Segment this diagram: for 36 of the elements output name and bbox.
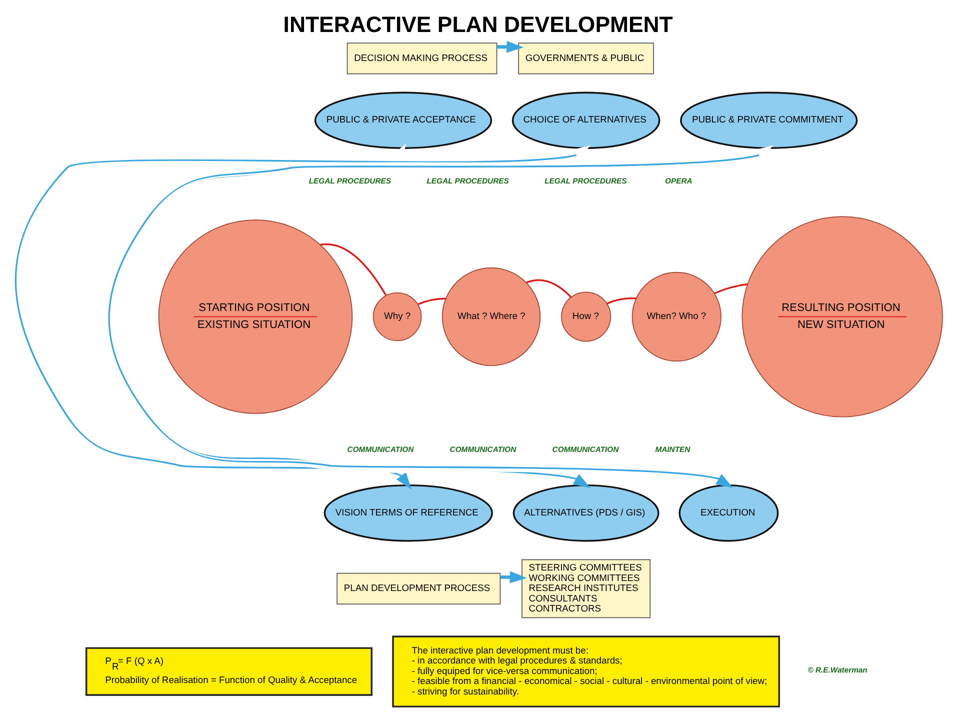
node-ellipse: PUBLIC & PRIVATE ACCEPTANCE bbox=[314, 92, 492, 149]
node-circle: How ? bbox=[560, 292, 611, 342]
connector bbox=[714, 283, 748, 294]
node-ellipse: ALTERNATIVES (PDS / GIS) bbox=[512, 484, 659, 542]
diagram-title: INTERACTIVE PLAN DEVELOPMENT bbox=[282, 12, 672, 37]
node-circle: RESULTING POSITION NEW SITUATION bbox=[741, 216, 942, 418]
node-box: DECISION MAKING PROCESS bbox=[346, 42, 497, 74]
label: COMMUNICATION bbox=[449, 445, 516, 454]
arrow bbox=[104, 145, 773, 488]
node-circle: What ? Where ? bbox=[441, 267, 540, 366]
label: LEGAL PROCEDURES bbox=[544, 176, 626, 186]
label: OPERA bbox=[664, 176, 692, 186]
node-box: The interactive plan development must be: - in accordance with legal procedures & standards; - fully equiped for vice-versa communication; - feasible from a financial - economical - social - cultural - environmental point of view; - striving for sustainability. bbox=[392, 636, 780, 708]
label: © R.E.Waterman bbox=[807, 666, 867, 675]
node-circle: When? Who ? bbox=[631, 272, 721, 362]
node-circle: STARTING POSITION EXISTING SITUATION bbox=[158, 220, 352, 414]
node-ellipse: EXECUTION bbox=[678, 484, 778, 542]
node-ellipse: CHOICE OF ALTERNATIVES bbox=[511, 92, 660, 149]
label: COMMUNICATION bbox=[346, 445, 414, 454]
arrow bbox=[496, 40, 524, 53]
node-box: GOVERNMENTS & PUBLIC bbox=[518, 42, 654, 74]
label: MAINTEN bbox=[654, 445, 690, 454]
node-box: PLAN DEVELOPMENT PROCESS bbox=[336, 572, 500, 604]
node-circle: Why ? bbox=[372, 292, 422, 342]
node-ellipse: VISION TERMS OF REFERENCE bbox=[323, 484, 492, 542]
connector bbox=[526, 279, 572, 298]
label: LEGAL PROCEDURES bbox=[308, 176, 391, 186]
node-box: STEERING COMMITTEES WORKING COMMITTEES RESEARCH INSTITUTES CONSULTANTS CONTRACTORS bbox=[521, 559, 650, 618]
connector bbox=[417, 298, 446, 305]
label: LEGAL PROCEDURES bbox=[426, 176, 508, 186]
connector bbox=[606, 297, 636, 304]
label: COMMUNICATION bbox=[552, 445, 618, 454]
node-ellipse: PUBLIC & PRIVATE COMMITMENT bbox=[680, 92, 858, 149]
connector bbox=[320, 243, 386, 296]
arrow bbox=[500, 571, 526, 584]
arrow bbox=[11, 145, 590, 488]
